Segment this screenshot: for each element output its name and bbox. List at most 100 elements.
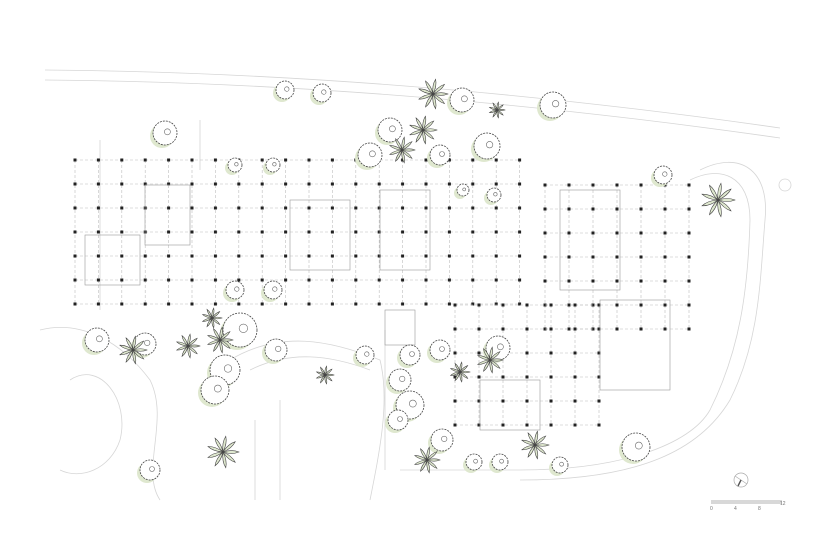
palm-frond: [449, 368, 461, 373]
palm-frond: [324, 374, 333, 382]
column: [401, 278, 405, 282]
palm-frond: [206, 308, 213, 319]
tree-icon: [225, 157, 243, 175]
column: [190, 206, 194, 210]
palm-frond: [415, 117, 424, 131]
column: [120, 278, 124, 282]
palm-icon: [201, 307, 223, 329]
column: [213, 158, 217, 162]
palm-frond: [489, 359, 493, 374]
palm-frond: [207, 335, 221, 341]
column: [307, 302, 311, 306]
palm-frond: [717, 198, 736, 202]
column: [237, 206, 241, 210]
palm-frond: [211, 317, 221, 325]
column: [501, 399, 505, 403]
column: [143, 302, 147, 306]
palm-frond: [426, 458, 441, 462]
tree-icon: [549, 456, 569, 476]
column: [237, 230, 241, 234]
column: [377, 278, 381, 282]
column: [190, 302, 194, 306]
column: [494, 206, 498, 210]
palm-frond: [701, 193, 719, 201]
palm-frond: [496, 104, 504, 111]
column: [73, 158, 77, 162]
column: [73, 302, 77, 306]
palm-frond: [492, 102, 498, 111]
wall: [479, 379, 541, 431]
palm-frond: [488, 109, 498, 114]
column: [567, 327, 571, 331]
tree-canopy: [152, 120, 178, 146]
tree-trunk: [559, 461, 564, 467]
palm-frond: [401, 149, 413, 159]
palm-frond: [213, 328, 221, 341]
column: [330, 206, 334, 210]
palm-frond: [211, 316, 223, 320]
palm-frond: [449, 371, 461, 376]
column: [591, 207, 595, 211]
column: [477, 423, 481, 427]
palm-frond: [422, 115, 427, 131]
column: [687, 207, 691, 211]
tree-icon: [220, 312, 258, 350]
palm-frond: [489, 359, 501, 369]
column: [354, 278, 358, 282]
tree-canopy: [357, 142, 383, 168]
column: [471, 230, 475, 234]
tree-trunk: [552, 100, 560, 108]
tree-icon: [428, 428, 454, 454]
tree-trunk: [408, 399, 417, 408]
column: [167, 230, 171, 234]
tree-trunk: [238, 323, 248, 333]
column: [424, 182, 428, 186]
tree-trunk: [486, 141, 494, 149]
column: [213, 182, 217, 186]
palm-frond: [717, 188, 732, 201]
palm-frond: [132, 349, 145, 360]
tree-trunk: [399, 375, 406, 382]
column: [477, 327, 481, 331]
palm-frond: [496, 101, 499, 111]
column: [615, 303, 619, 307]
palm-frond: [488, 106, 498, 111]
column: [330, 158, 334, 162]
tree-icon: [385, 409, 409, 433]
column: [237, 302, 241, 306]
column: [543, 279, 547, 283]
column: [567, 207, 571, 211]
palm-frond: [222, 451, 227, 469]
north-arrow-icon: [733, 472, 749, 488]
palm-frond: [489, 346, 493, 361]
column: [615, 207, 619, 211]
column: [591, 279, 595, 283]
tree-icon: [223, 280, 245, 302]
tree-canopy: [621, 432, 651, 462]
palm-frond: [527, 432, 536, 446]
column: [663, 231, 667, 235]
column: [307, 182, 311, 186]
wall: [289, 199, 351, 271]
palm-frond: [459, 371, 463, 383]
column: [453, 375, 457, 379]
tree-canopy: [539, 91, 567, 119]
scale-label-4: 4: [734, 506, 737, 512]
column: [190, 230, 194, 234]
column: [567, 183, 571, 187]
column: [96, 230, 100, 234]
column: [73, 278, 77, 282]
column: [307, 254, 311, 258]
column: [573, 303, 577, 307]
column: [330, 278, 334, 282]
tree-canopy: [200, 375, 230, 405]
column: [639, 183, 643, 187]
tree-trunk: [461, 95, 468, 103]
palm-frond: [709, 184, 719, 201]
column: [591, 231, 595, 235]
palm-icon: [488, 101, 506, 119]
scale-label-0: 0: [710, 506, 713, 512]
column: [260, 254, 264, 258]
column: [471, 278, 475, 282]
tree-icon: [310, 83, 332, 105]
